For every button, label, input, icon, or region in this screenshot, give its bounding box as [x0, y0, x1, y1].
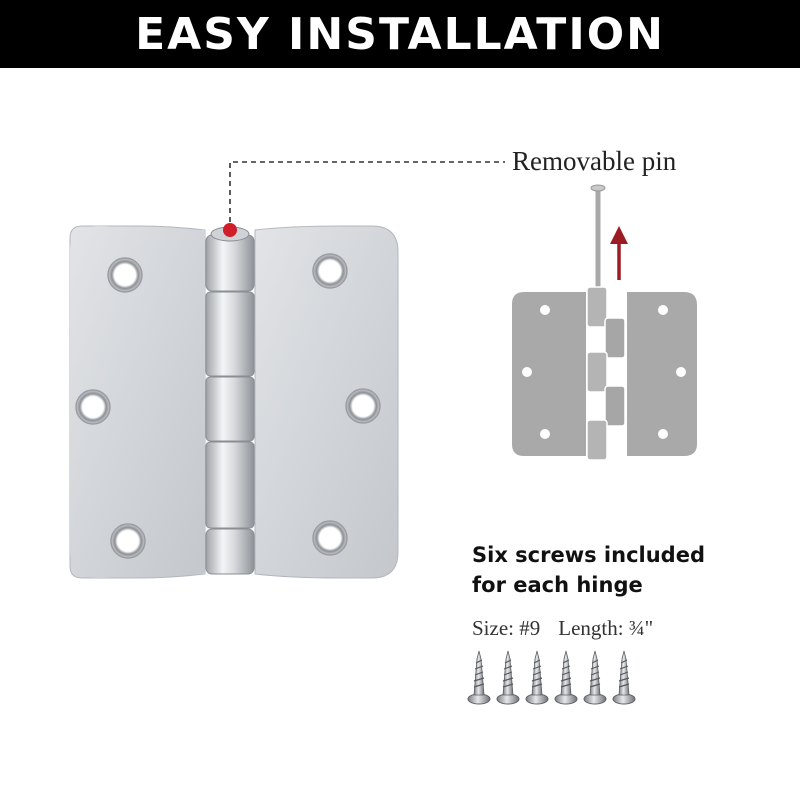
- screws-row: [467, 650, 636, 705]
- screw-specs: Size: #9 Length: ¾": [472, 616, 653, 641]
- screw-icon: [583, 650, 607, 705]
- screw-length: Length: ¾": [558, 616, 654, 640]
- screw-size: Size: #9: [472, 616, 541, 640]
- removable-pin-label: Removable pin: [512, 146, 677, 176]
- screw-icon: [525, 650, 549, 705]
- screw-icon: [612, 650, 636, 705]
- title-banner: EASY INSTALLATION: [0, 0, 800, 68]
- screw-icon: [554, 650, 578, 705]
- door-hinge-icon: [69, 225, 399, 579]
- screws-heading-line2: for each hinge: [472, 573, 643, 597]
- callout-leader-line: [229, 161, 505, 222]
- up-arrow-icon: [610, 226, 628, 280]
- screws-heading-line1: Six screws included: [472, 543, 705, 567]
- banner-title: EASY INSTALLATION: [135, 8, 665, 60]
- screw-icon: [496, 650, 520, 705]
- screw-holes: [75, 253, 381, 559]
- screw-icon: [467, 650, 491, 705]
- hinge-diagram-icon: [512, 184, 697, 461]
- screws-heading: Six screws included for each hinge: [472, 540, 792, 600]
- pin-marker: [223, 223, 237, 237]
